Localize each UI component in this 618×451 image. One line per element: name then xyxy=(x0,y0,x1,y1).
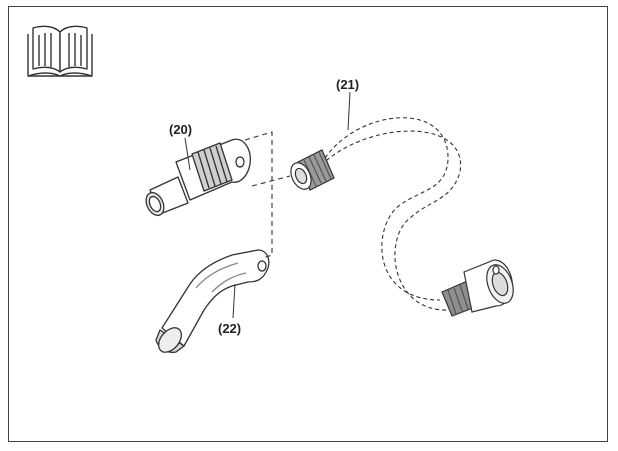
leader-22 xyxy=(232,283,236,319)
label-part-20: (20) xyxy=(169,122,193,137)
label-part-22: (22) xyxy=(218,321,242,336)
leader-21 xyxy=(347,91,351,131)
diagram-frame xyxy=(8,6,608,442)
leader-20 xyxy=(184,137,191,171)
leader-lines xyxy=(184,91,351,319)
part-21-hose xyxy=(290,117,514,317)
part-22-handle xyxy=(155,249,270,354)
open-book-icon xyxy=(27,25,93,77)
part-20-adapter xyxy=(145,138,251,217)
label-part-21: (21) xyxy=(336,77,360,92)
assembly-guide-lines xyxy=(244,131,291,259)
